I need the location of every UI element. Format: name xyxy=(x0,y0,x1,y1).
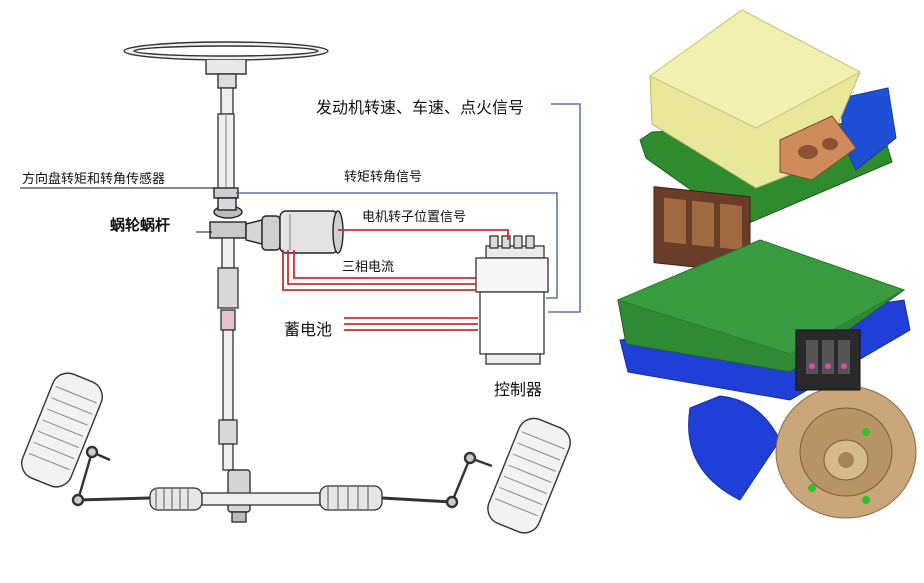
worm-gear xyxy=(209,219,263,245)
battery-label: 蓄电池 xyxy=(284,320,333,339)
engine-signals-label: 发动机转速、车速、点火信号 xyxy=(316,98,525,117)
steering-wheel xyxy=(123,41,329,89)
rotor-position-signal-label: 电机转子位置信号 xyxy=(362,210,467,225)
power-lines xyxy=(282,229,509,331)
controller-label: 控制器 xyxy=(494,380,543,399)
right-wheel xyxy=(487,417,571,534)
steering-column xyxy=(217,87,235,191)
torque-angle-sensor xyxy=(213,187,243,219)
three-phase-current-label: 三相电流 xyxy=(342,260,395,275)
left-tie-rod xyxy=(71,445,111,507)
leader-lines xyxy=(20,187,214,233)
left-wheel xyxy=(21,372,103,488)
intermediate-shaft xyxy=(217,237,239,471)
controller-unit xyxy=(475,235,549,365)
worm-gear-label: 蜗轮蜗杆 xyxy=(110,216,171,234)
ecu-module-image xyxy=(639,9,897,274)
right-tie-rod xyxy=(445,451,493,509)
signal-lines xyxy=(236,103,581,313)
assist-motor xyxy=(261,210,344,254)
rack-housing xyxy=(77,485,453,511)
torque-angle-signal-label: 转矩转角信号 xyxy=(344,170,423,185)
motor-module-image xyxy=(616,239,917,519)
steering-sensor-label: 方向盘转矩和转角传感器 xyxy=(22,172,166,187)
